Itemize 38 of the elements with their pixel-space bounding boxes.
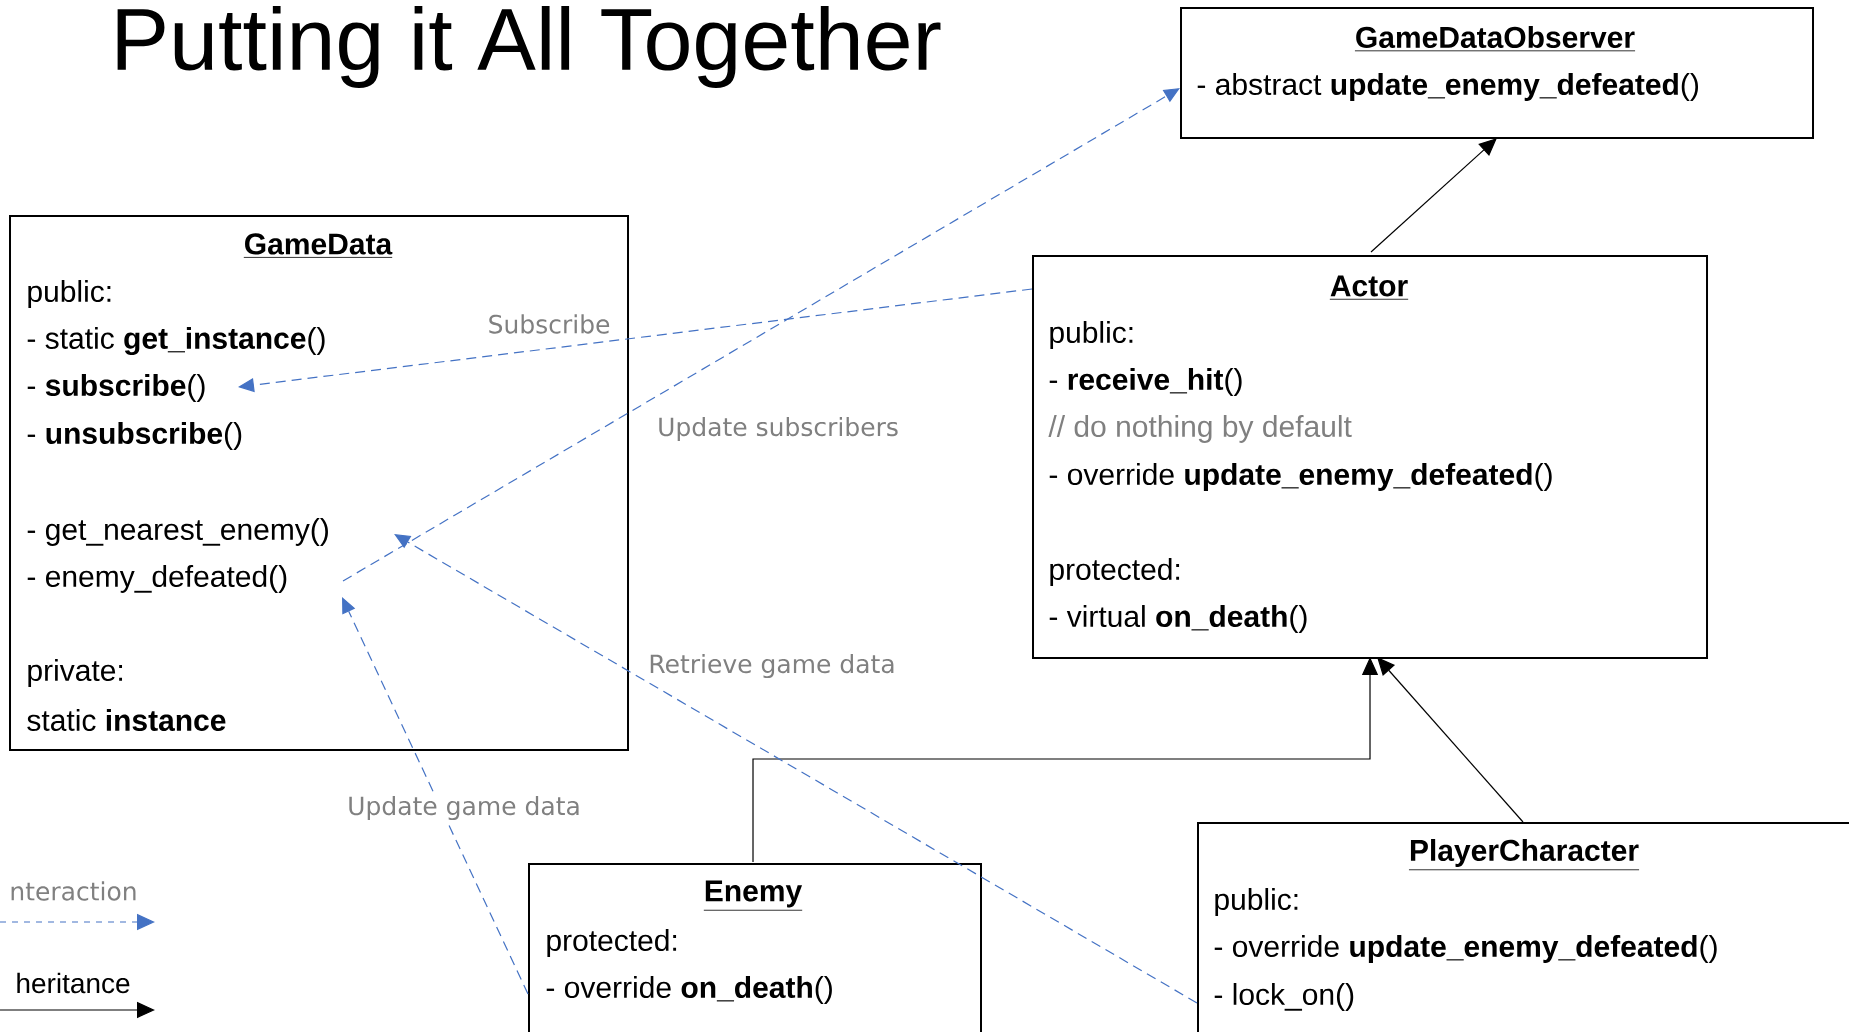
edge-label: Retrieve game data [646, 651, 898, 681]
node-label: // do nothing by default [1048, 415, 1352, 443]
class-text: Actor public: - receive_hit() // do nothing by default - override update_enemy_defeated() protected: - virtual on_death() [1048, 275, 1552, 633]
node-label: - virtual on_death() [1049, 605, 1307, 633]
node-label: public: [28, 280, 111, 308]
legend-label: heritance [17, 972, 130, 994]
edge-label: Update subscribers [655, 414, 901, 444]
node-label: static instance [27, 708, 226, 731]
class-text: GameDataObserver - abstract update_enemy_defeated() [1197, 26, 1698, 101]
node-label: - lock_on() [1214, 983, 1354, 1011]
legend-label: nteraction [11, 881, 136, 901]
node-label: PlayerCharacter [1410, 839, 1639, 867]
title: Putting it All Together [117, 6, 941, 88]
node-label: - override update_enemy_defeated() [1214, 935, 1717, 963]
dashed-arrow [394, 534, 1198, 1004]
class-text: GameData public: - static get_instance() - subscribe() - unsubscribe() - get_nearest_enemy() - enemy_defeated() private: static instance [27, 233, 393, 731]
class-text: PlayerCharacter public: - override update_enemy_defeated() - lock_on() [1214, 839, 1717, 1011]
node-label: - static get_instance() [27, 326, 325, 356]
node-label: protected: [1050, 558, 1180, 586]
edge-label: Subscribe [485, 312, 613, 336]
node-label: - subscribe() [27, 374, 205, 402]
node-label: private: [28, 659, 123, 687]
node-label: - enemy_defeated() [27, 565, 287, 593]
class-text: Enemy protected: - override on_death() [546, 880, 832, 1004]
dashed-arrow [342, 597, 529, 995]
dashed-arrow [342, 88, 1180, 582]
dashed-arrow [238, 288, 1033, 393]
node-label: public: [1215, 888, 1298, 916]
node-label: - receive_hit() [1049, 368, 1242, 396]
node-label: - get_nearest_enemy() [27, 518, 328, 546]
arrow [1377, 657, 1524, 823]
node-label: - unsubscribe() [27, 422, 242, 450]
node-label: public: [1050, 321, 1133, 349]
node-label: - override update_enemy_defeated() [1049, 463, 1552, 491]
node-label: Actor [1330, 275, 1408, 297]
edge-label: Update game data [345, 793, 583, 823]
arrow [1370, 138, 1497, 253]
node-label: GameData [245, 233, 393, 255]
